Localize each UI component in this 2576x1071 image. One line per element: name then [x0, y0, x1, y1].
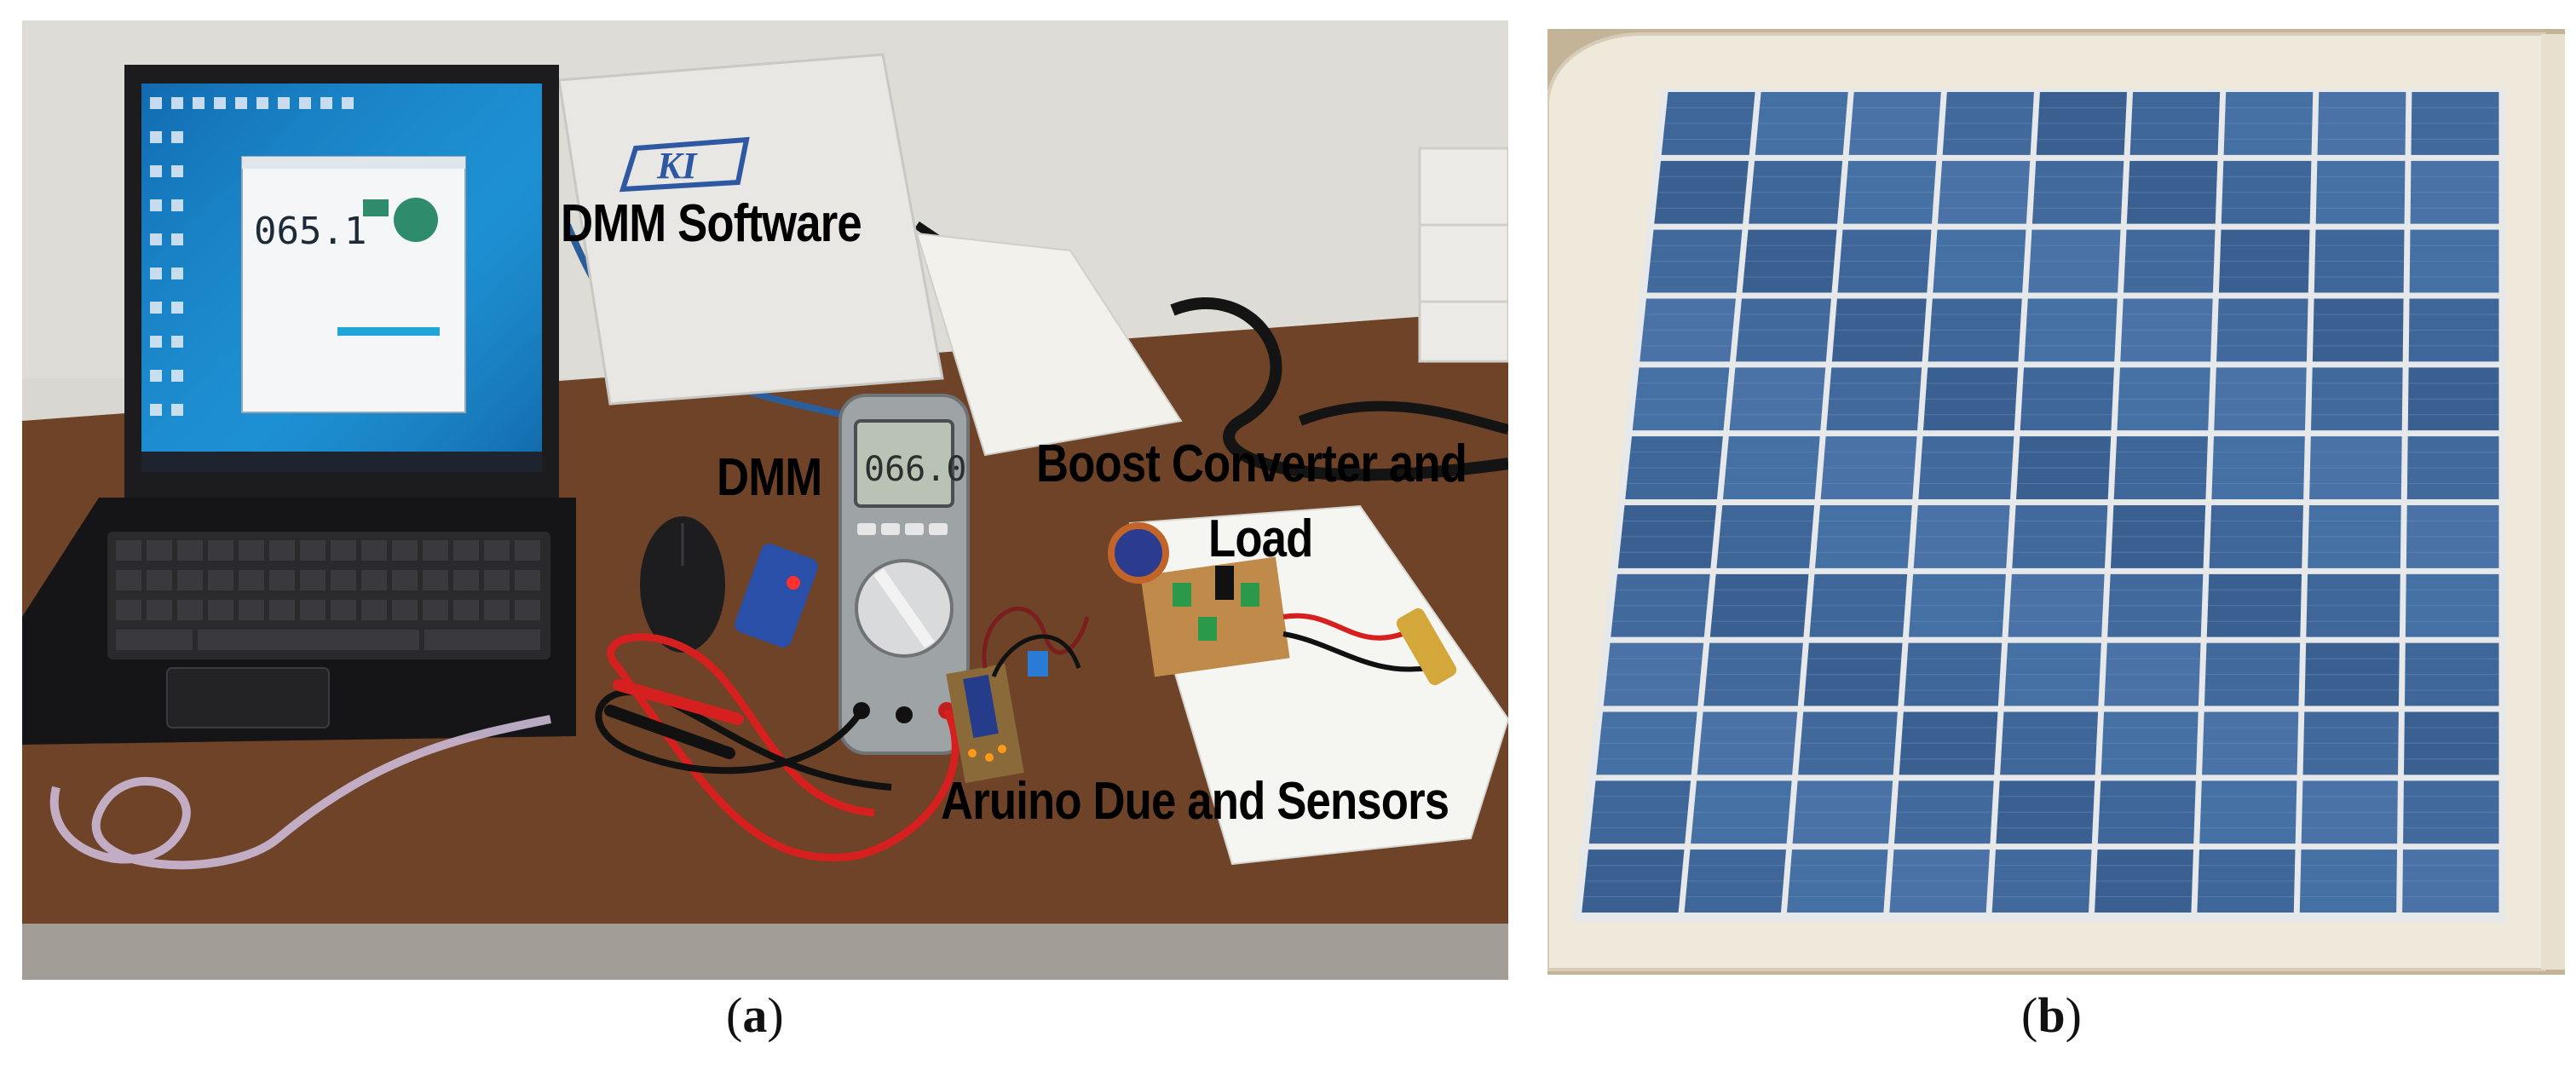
bag-logo [619, 136, 750, 193]
label-boost-converter-line2: Load [1208, 510, 1313, 568]
touchpad [166, 667, 330, 728]
taskbar [141, 452, 542, 472]
desk-edge [22, 924, 1508, 980]
caption-a: (a) [726, 988, 784, 1043]
manual [915, 232, 1183, 457]
caption-b-letter: b [2037, 988, 2066, 1043]
multimeter-reading: 066.0 [864, 450, 966, 489]
panel-b-photo [1547, 29, 2565, 975]
caption-b: (b) [2021, 988, 2082, 1043]
lab-setup-illustration: KI [22, 20, 1508, 980]
bag [557, 53, 944, 406]
label-dmm: DMM [717, 448, 822, 507]
dmm-software-window [241, 156, 466, 413]
inductor [1108, 522, 1169, 584]
label-dmm-software: DMM Software [561, 194, 862, 253]
mouse [640, 516, 725, 653]
panel-a-photo: KI [22, 20, 1508, 980]
laptop-screen-reading: 065.1 [254, 210, 366, 253]
bag-logo-text: KI [656, 145, 698, 187]
label-boost-converter-line1: Boost Converter and [1036, 435, 1467, 493]
multimeter-display [854, 419, 954, 508]
load-resistor [1396, 607, 1457, 686]
solar-panel-illustration [1547, 29, 2565, 975]
caption-a-letter: a [742, 988, 768, 1043]
label-arduino-sensors: Aruino Due and Sensors [941, 772, 1449, 831]
